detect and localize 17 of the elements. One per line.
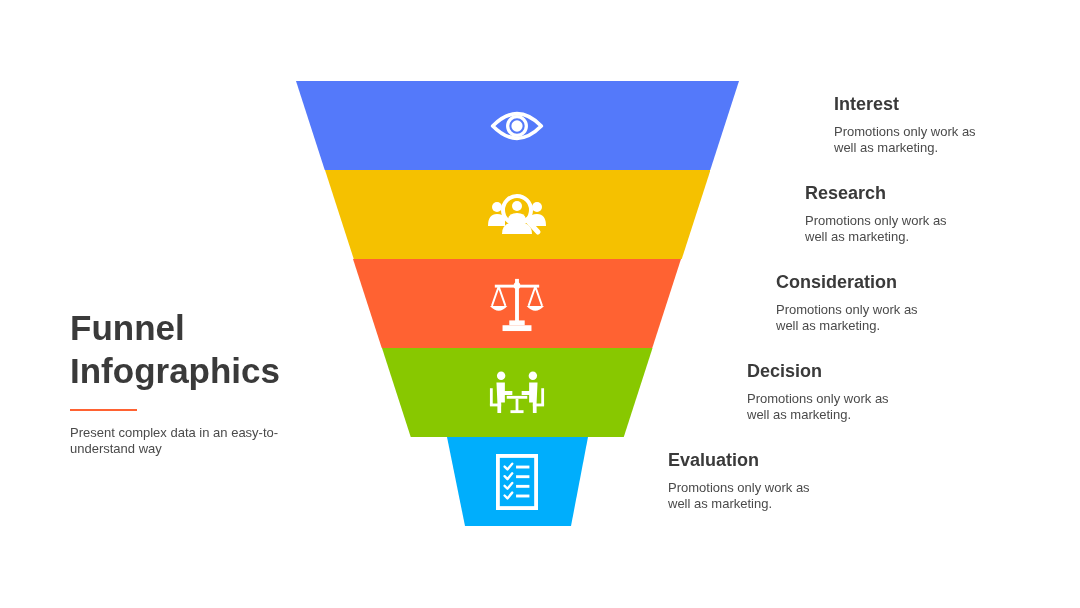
stage-heading: Research xyxy=(805,182,887,204)
funnel-segment xyxy=(382,348,653,437)
stage-description: Promotions only work as well as marketing. xyxy=(776,302,919,334)
stage-description: Promotions only work as well as marketing. xyxy=(747,391,890,423)
subtitle: Present complex data in an easy-to-understand way xyxy=(70,425,280,457)
stage-heading: Decision xyxy=(747,360,823,382)
funnel-segment xyxy=(324,170,711,259)
title: Funnel Infographics xyxy=(70,307,282,392)
funnel-segment xyxy=(296,81,739,170)
stage-heading: Interest xyxy=(834,93,900,115)
stage-heading: Consideration xyxy=(776,271,897,293)
stage-description: Promotions only work as well as marketing. xyxy=(805,213,948,245)
stage-description: Promotions only work as well as marketing. xyxy=(668,480,811,512)
funnel-segment xyxy=(447,437,588,526)
stage-description: Promotions only work as well as marketing. xyxy=(834,124,977,156)
stage-heading: Evaluation xyxy=(668,449,760,471)
funnel-segment xyxy=(353,259,682,348)
